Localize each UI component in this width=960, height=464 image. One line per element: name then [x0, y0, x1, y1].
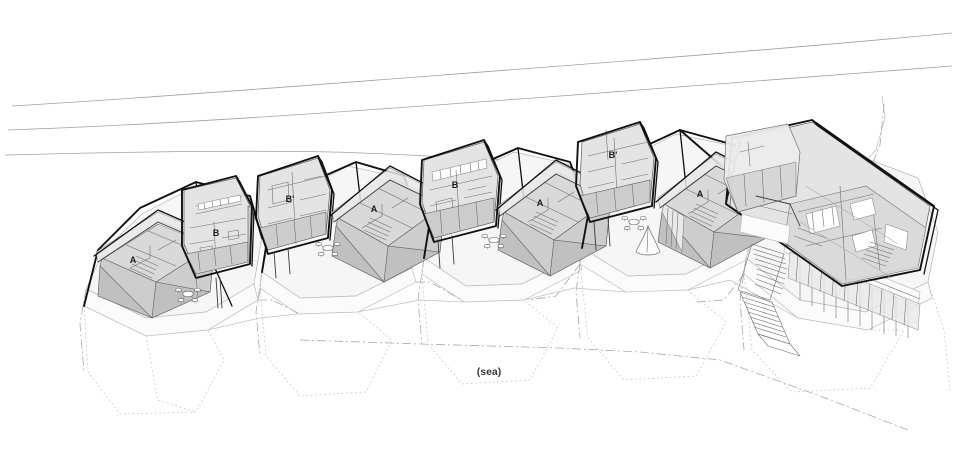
unit-label-A-3: A — [537, 198, 544, 208]
unit-Bprime-cluster-4 — [575, 121, 659, 251]
unit-label-A-2: A — [371, 204, 378, 214]
unit-B-cluster-1 — [181, 175, 255, 309]
sea-boundary-lines — [207, 263, 909, 431]
unit-label-B-3: B — [452, 180, 459, 190]
tent-canopy — [635, 224, 661, 256]
cluster-2: B' A — [255, 155, 453, 283]
unit-label-B-1: B — [213, 228, 220, 238]
unit-label-Bprime-4: B' — [609, 150, 618, 160]
unit-Bprime-cluster-2 — [255, 155, 335, 279]
unit-A-cluster-2 — [329, 165, 453, 283]
unit-B-cluster-3 — [419, 139, 503, 269]
cluster-1: A B — [83, 175, 263, 319]
unit-label-Bprime-2: B' — [286, 194, 295, 204]
exterior-stair — [737, 243, 801, 357]
unit-label-A-4: A — [697, 189, 704, 199]
communal-entry-wing — [723, 123, 801, 213]
labels-layer: (sea) — [477, 366, 502, 378]
unit-label-A-1: A — [130, 255, 137, 265]
cluster-5-communal-building — [723, 119, 939, 357]
sea-label: (sea) — [477, 366, 502, 378]
